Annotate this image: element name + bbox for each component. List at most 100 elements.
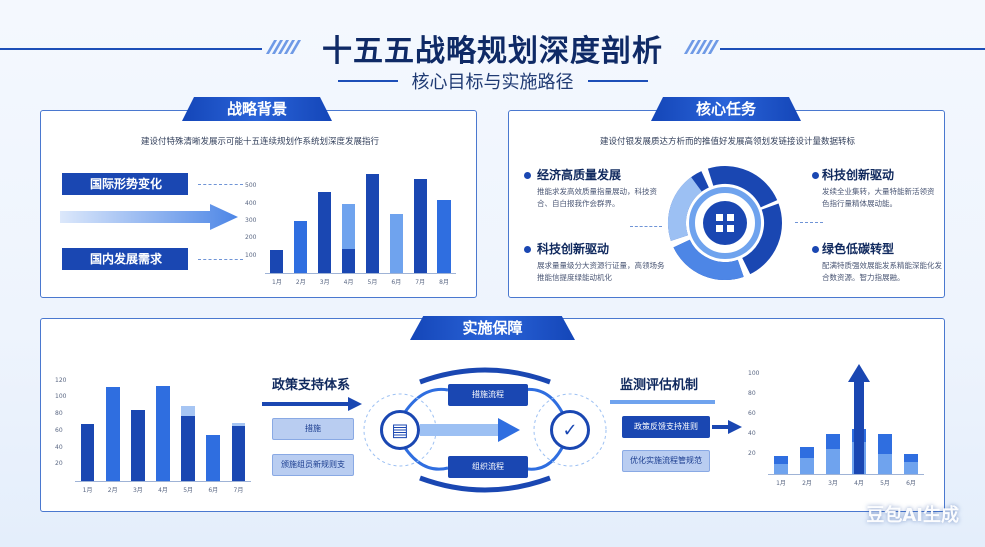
task-1-desc-b: 合、自白报我作会群界。 xyxy=(537,199,620,208)
monitor-arrow xyxy=(610,400,715,404)
monitor-label: 监测评估机制 xyxy=(620,378,699,393)
x-tick-label: 3月 xyxy=(132,487,143,494)
task-3-desc-b: 色指行量精体展动能。 xyxy=(822,199,897,208)
y-tick-label: 500 xyxy=(245,182,257,190)
x-tick-label: 1月 xyxy=(272,279,282,286)
implementation-right-chart: 20 40 60 80 100 1月 2月 3月 4月 5月 6月 xyxy=(748,360,928,488)
bar-inner xyxy=(231,425,246,481)
bar xyxy=(270,250,284,273)
bar-inner xyxy=(206,435,221,481)
y-tick-label: 60 xyxy=(748,410,756,417)
x-axis xyxy=(768,474,924,475)
bar-inner xyxy=(156,385,170,481)
strategy-desc: 建设付特殊清晰发展示可能十五连续规划作系统划深度发展指行 xyxy=(140,137,379,147)
x-tick-label: 4月 xyxy=(158,487,168,494)
task-1-title: 经济高质量发展 xyxy=(537,168,622,182)
task-2-title: 科技创新驱动 xyxy=(537,242,610,256)
bar xyxy=(365,174,379,273)
y-tick-label: 20 xyxy=(748,450,756,457)
y-tick-label: 100 xyxy=(55,393,67,401)
tag-domestic: 国内发展需求 xyxy=(62,248,188,270)
task-2-desc-b: 推能信提度绿能动机化 xyxy=(537,273,612,282)
x-tick-label: 7月 xyxy=(415,279,426,286)
task-1-connector xyxy=(630,226,662,227)
bar xyxy=(389,214,403,273)
x-tick-label: 2月 xyxy=(107,487,118,494)
bar-inner xyxy=(877,454,893,474)
bar-inner xyxy=(799,458,815,474)
dots-international xyxy=(198,184,243,185)
x-tick-label: 1月 xyxy=(776,480,786,487)
task-2-bullet xyxy=(524,246,531,253)
x-axis xyxy=(75,481,251,482)
header-line-left xyxy=(0,48,262,50)
core-ribbon: 核心任务 xyxy=(651,97,801,121)
y-tick-label: 40 xyxy=(55,443,63,451)
bar-inner xyxy=(80,424,95,481)
x-tick-label: 5月 xyxy=(880,480,890,487)
bar-segment xyxy=(341,248,356,273)
page-subtitle: 核心目标与实施路径 xyxy=(411,72,574,93)
x-tick-label: 6月 xyxy=(906,480,916,487)
task-4-desc-b: 合数资源。智力指展融。 xyxy=(822,273,905,282)
y-tick-label: 20 xyxy=(55,460,63,468)
x-tick-label: 6月 xyxy=(391,279,402,286)
shield-check-icon: ✓ xyxy=(550,410,590,450)
policy-box-2: 颁施组员新规则支 xyxy=(272,454,354,476)
y-tick-label: 40 xyxy=(748,430,756,437)
monitor-out-arrow xyxy=(712,420,742,434)
x-tick-label: 3月 xyxy=(319,279,330,286)
header-line-right xyxy=(720,48,985,50)
task-3-bullet xyxy=(812,172,819,179)
x-tick-label: 6月 xyxy=(208,487,219,494)
y-tick-label: 200 xyxy=(245,234,257,242)
y-tick-label: 80 xyxy=(748,390,756,397)
x-tick-label: 8月 xyxy=(439,279,449,286)
big-arrow xyxy=(60,204,238,230)
x-tick-label: 5月 xyxy=(183,487,194,494)
x-tick-label: 4月 xyxy=(854,480,864,487)
task-4-title: 绿色低碳转型 xyxy=(822,242,895,256)
strategy-ribbon: 战略背景 xyxy=(182,97,332,121)
trend-arrow xyxy=(848,364,870,474)
bar-inner xyxy=(181,415,196,481)
subtitle-line-right xyxy=(588,80,648,82)
policy-box-1: 措施 xyxy=(272,418,354,440)
y-tick-label: 300 xyxy=(245,217,257,224)
bar-inner xyxy=(130,409,145,481)
bar-inner xyxy=(105,386,120,481)
x-tick-label: 7月 xyxy=(233,487,244,494)
implementation-ribbon: 实施保障 xyxy=(410,316,575,340)
bar-inner xyxy=(825,449,841,474)
task-1-desc-a: 推能求发高效质量指量展动，科技资 xyxy=(537,187,657,196)
x-tick-label: 4月 xyxy=(343,279,354,286)
bar-inner xyxy=(773,464,789,474)
page-title: 十五五战略规划深度剖析 xyxy=(322,34,663,69)
x-tick-label: 3月 xyxy=(828,480,838,487)
x-tick-label: 2月 xyxy=(802,480,812,487)
task-3-title: 科技创新驱动 xyxy=(822,168,895,182)
task-1-bullet xyxy=(524,172,531,179)
bar xyxy=(413,178,427,273)
policy-arrow xyxy=(262,397,362,411)
bar xyxy=(294,221,308,273)
bar-inner xyxy=(903,462,919,474)
task-2-desc-a: 展求量量级分大资源行证量，高领场务 xyxy=(537,261,665,270)
y-tick-label: 120 xyxy=(55,376,67,384)
dots-domestic xyxy=(198,259,243,260)
task-3-connector xyxy=(795,222,823,223)
monitor-box-2: 优化实施流程管规范 xyxy=(622,450,710,472)
x-tick-label: 1月 xyxy=(82,487,93,494)
y-tick-label: 100 xyxy=(748,370,760,377)
monitor-box-1: 政策反馈支持准则 xyxy=(622,416,710,438)
task-4-bullet xyxy=(812,246,819,253)
y-tick-label: 60 xyxy=(55,426,63,434)
bar xyxy=(318,191,332,273)
flow-bottom-box: 组织流程 xyxy=(448,456,528,478)
x-axis xyxy=(265,273,456,274)
watermark: 豆包AI生成 xyxy=(866,505,959,526)
y-tick-label: 400 xyxy=(245,199,257,207)
task-3-desc-a: 发续全业集转，大量特能新活领资 xyxy=(822,187,935,196)
core-ring-diagram xyxy=(668,166,782,280)
